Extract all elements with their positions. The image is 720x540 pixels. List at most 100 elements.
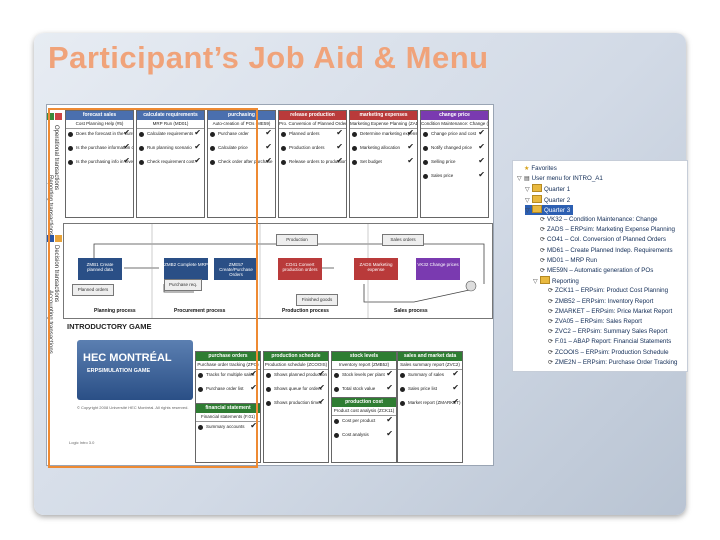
checkmark-icon: ✔: [452, 399, 459, 404]
menu-transaction[interactable]: ⟳MD61 – Create Planned Indep. Requiremen…: [533, 246, 673, 256]
box-header: production cost: [332, 398, 396, 407]
menu-transaction[interactable]: ⟳ME59N – Automatic generation of POs: [533, 266, 653, 276]
transaction-icon: ⟳: [548, 348, 553, 358]
checkmark-icon: ✔: [386, 431, 393, 436]
checkmark-icon: ✔: [336, 158, 343, 163]
expand-icon[interactable]: ▽: [517, 174, 524, 184]
transaction-box: marketing expensesMarketing Expense Plan…: [349, 110, 418, 218]
expand-icon[interactable]: ▽: [533, 277, 540, 287]
checkmark-icon: ✔: [265, 158, 272, 163]
menu-item-label: Reporting: [552, 278, 579, 285]
expand-icon[interactable]: ▽: [525, 206, 532, 216]
checkmark-icon: ✔: [318, 399, 325, 404]
checkmark-icon: ✔: [386, 371, 393, 376]
checkmark-icon: ✔: [318, 371, 325, 376]
menu-transaction[interactable]: ⟳ZADS – ERPsim: Marketing Expense Planni…: [533, 225, 675, 235]
menu-item-label: User menu for INTRO_A1: [532, 175, 603, 182]
folder-icon: [532, 195, 542, 203]
box-row: Sales price list✔: [398, 384, 462, 398]
sap-user-menu[interactable]: ★Favorites▽▤User menu for INTRO_A1▽Quart…: [512, 160, 688, 372]
menu-transaction[interactable]: ⟳F.01 – ABAP Report: Financial Statement…: [541, 337, 671, 347]
flow-work-node: Finished goods: [296, 294, 338, 306]
menu-transaction[interactable]: ⟳ZCOOIS – ERPsim: Production Schedule: [541, 348, 669, 358]
checkmark-icon: ✔: [386, 417, 393, 422]
menu-root[interactable]: ★Favorites: [517, 164, 557, 174]
menu-transaction[interactable]: ⟳ZME2N – ERPsim: Purchase Order Tracking: [541, 358, 677, 368]
flow-node: VK32 Change prices: [416, 258, 460, 280]
menu-transaction[interactable]: ⟳ZCK11 – ERPsim: Product Cost Planning: [541, 286, 668, 296]
transaction-icon: ⟳: [548, 358, 553, 368]
menu-item-label: Favorites: [531, 165, 556, 172]
box-header: stock levels: [332, 352, 396, 361]
transaction-icon: ⟳: [540, 266, 545, 276]
favorites-icon: ★: [524, 164, 529, 174]
transaction-icon: ⟳: [540, 225, 545, 235]
box-row: Sales price✔: [421, 171, 488, 185]
menu-item-label: Quarter 3: [544, 207, 570, 214]
box-transaction: Inventory report (ZMB52): [332, 361, 396, 370]
highlight-frame: [48, 108, 258, 468]
menu-folder[interactable]: ▽ Reporting: [533, 276, 579, 286]
checkmark-icon: ✔: [407, 130, 414, 135]
user-menu-icon: ▤: [524, 174, 530, 184]
checkmark-icon: ✔: [407, 144, 414, 149]
box-header: production schedule: [264, 352, 328, 361]
menu-item-label: ZME2N – ERPsim: Purchase Order Tracking: [555, 359, 677, 366]
transaction-icon: ⟳: [548, 337, 553, 347]
box-header: marketing expenses: [350, 111, 417, 120]
checkmark-icon: ✔: [265, 130, 272, 135]
checkmark-icon: ✔: [478, 144, 485, 149]
box-row: Planned orders✔: [279, 129, 346, 143]
menu-item-label: MD01 – MRP Run: [547, 257, 597, 264]
menu-folder[interactable]: ▽ Quarter 3: [525, 205, 573, 215]
box-header: sales and market data: [398, 352, 462, 361]
flow-work-node: Sales orders: [382, 234, 424, 246]
folder-icon: [532, 205, 542, 213]
transaction-icon: ⟳: [540, 256, 545, 266]
menu-item-label: ZCK11 – ERPsim: Product Cost Planning: [555, 287, 668, 294]
menu-transaction[interactable]: ⟳ZVA05 – ERPsim: Sales Report: [541, 317, 642, 327]
menu-transaction[interactable]: ⟳VK32 – Condition Maintenance: Change: [533, 215, 657, 225]
menu-root[interactable]: ▽▤User menu for INTRO_A1: [517, 174, 603, 184]
box-row: Determine marketing expense✔: [350, 129, 417, 143]
transaction-icon: ⟳: [540, 215, 545, 225]
menu-item-label: ZVA05 – ERPsim: Sales Report: [555, 318, 642, 325]
flow-node: ZADS Marketing expense: [354, 258, 398, 280]
menu-transaction[interactable]: ⟳MD01 – MRP Run: [533, 256, 597, 266]
menu-item-label: F.01 – ABAP Report: Financial Statements: [555, 338, 671, 345]
checkmark-icon: ✔: [336, 144, 343, 149]
box-row: Change price and cost✔: [421, 129, 488, 143]
menu-item-label: Quarter 2: [544, 197, 570, 204]
box-transaction: Production schedule (ZCOOIS): [264, 361, 328, 370]
box-row: Marketing allocation✔: [350, 143, 417, 157]
flow-label: Production process: [282, 308, 329, 314]
box-row: Shows production times✔: [264, 398, 328, 412]
transaction-icon: ⟳: [540, 235, 545, 245]
checkmark-icon: ✔: [386, 385, 393, 390]
box-row: Total stock value✔: [332, 384, 396, 398]
folder-icon: [532, 184, 542, 192]
checkmark-icon: ✔: [336, 130, 343, 135]
menu-item-label: ZADS – ERPsim: Marketing Expense Plannin…: [547, 226, 675, 233]
menu-folder[interactable]: ▽Quarter 2: [525, 195, 570, 205]
transaction-icon: ⟳: [548, 286, 553, 296]
menu-folder[interactable]: ▽Quarter 1: [525, 184, 570, 194]
menu-transaction[interactable]: ⟳ZMARKET – ERPsim: Price Market Report: [541, 307, 672, 317]
menu-transaction[interactable]: ⟳CO41 – Col. Conversion of Planned Order…: [533, 235, 666, 245]
checkmark-icon: ✔: [318, 385, 325, 390]
flow-label: Sales process: [394, 308, 428, 314]
box-row: Stock levels per plant✔: [332, 370, 396, 384]
menu-item-label: ZCOOIS – ERPsim: Production Schedule: [555, 349, 668, 356]
box-row: Shows queue for orders✔: [264, 384, 328, 398]
folder-icon: [540, 276, 550, 284]
menu-transaction[interactable]: ⟳ZMB52 – ERPsim: Inventory Report: [541, 297, 653, 307]
flow-node: CO41 Convert production orders: [278, 258, 322, 280]
checkmark-icon: ✔: [407, 158, 414, 163]
box-row: Release orders to production✔: [279, 157, 346, 171]
menu-item-label: ME59N – Automatic generation of POs: [547, 267, 653, 274]
menu-transaction[interactable]: ⟳ZVC2 – ERPsim: Summary Sales Report: [541, 327, 667, 337]
report-box: sales and market dataSales summary repor…: [397, 351, 463, 463]
